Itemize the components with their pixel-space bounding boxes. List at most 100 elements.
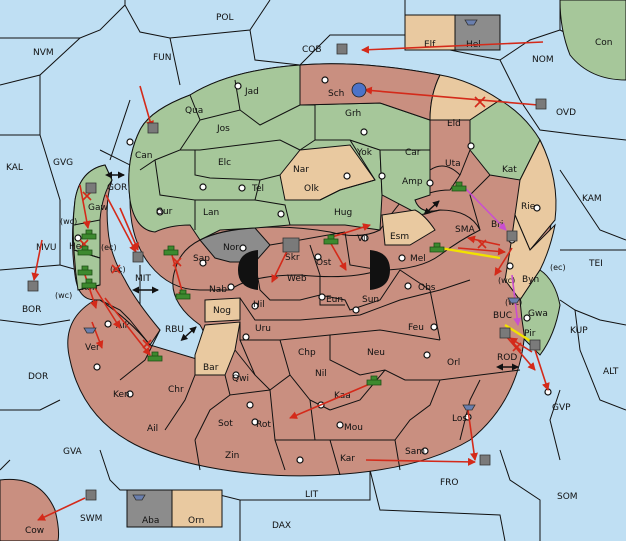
fleet-icon: [132, 494, 146, 501]
land-label-nor: Nor: [223, 243, 239, 253]
fleet-icon: [27, 280, 39, 292]
land-label-sap: Sap: [193, 254, 210, 264]
sea-label-ovd: OVD: [556, 108, 576, 118]
sea-label-nvm: NVM: [33, 48, 54, 58]
fleet-icon: [464, 19, 478, 26]
land-label-nab: Nab: [209, 285, 227, 295]
coast-label-kon-ec: (ec): [110, 265, 126, 274]
sea-label-buc: BUC: [493, 311, 512, 321]
land-label-ver: Ver: [85, 343, 100, 353]
canal-arrows: [105, 171, 519, 371]
land-labels: Jad Qua Jos Sch Grh Eld Can Elc Yok Car …: [25, 38, 613, 536]
land-label-car: Car: [405, 148, 421, 158]
fleet-icon: [85, 182, 97, 194]
land-label-ken: Ken: [113, 390, 130, 400]
land-label-mel: Mel: [410, 254, 426, 264]
land-label-neu: Neu: [367, 348, 385, 358]
sea-label-alt: ALT: [603, 367, 619, 377]
fleet-icon: [535, 98, 547, 110]
fleet-icon: [499, 327, 511, 339]
army-icon: [323, 234, 339, 245]
sea-label-som: SOM: [557, 492, 578, 502]
land-label-nar: Nar: [293, 165, 309, 175]
order-arrows: [31, 41, 550, 521]
army-icon: [81, 229, 97, 240]
sea-label-dor: DOR: [28, 372, 48, 382]
land-label-qwi: Qwi: [232, 374, 249, 384]
sea-label-tei: TEI: [588, 259, 603, 269]
land-label-ail: Ail: [147, 424, 158, 434]
land-label-orl: Orl: [447, 358, 460, 368]
army-icon: [81, 278, 97, 289]
sea-label-cob: COB: [302, 45, 322, 55]
sea-label-swm: SWM: [80, 514, 102, 524]
coast-label-gaw-wc: (wc): [60, 217, 77, 226]
land-label-byn: Byn: [522, 275, 539, 285]
land-label-obs: Obs: [418, 283, 436, 293]
land-label-chp: Chp: [298, 348, 316, 358]
land-label-gwa: Gwa: [528, 309, 548, 319]
land-label-chr: Chr: [168, 385, 184, 395]
land-label-pir: Pir: [524, 329, 536, 339]
land-borders: [73, 79, 521, 476]
fleet-icon: [336, 43, 348, 55]
army-icon: [175, 289, 191, 300]
units: [27, 19, 547, 501]
army-icon: [163, 245, 179, 256]
land-label-eld: Eld: [447, 119, 461, 129]
land-label-uru: Uru: [255, 324, 271, 334]
land-label-elf: Elf: [424, 40, 436, 50]
sea-label-nom: NOM: [532, 55, 554, 65]
land-label-bri: Bri: [491, 220, 503, 230]
land-label-aik: Aik: [116, 321, 131, 331]
land-label-hil: Hil: [253, 300, 265, 310]
land-label-skr: Skr: [285, 253, 300, 263]
sea-label-gvg: GVG: [53, 158, 73, 168]
sea-label-kup: KUP: [570, 326, 588, 336]
land-label-mou: Mou: [344, 423, 363, 433]
army-icon: [451, 181, 467, 192]
land-label-los: Los: [452, 414, 467, 424]
land-label-cow: Cow: [25, 526, 44, 536]
fleet-icon: [132, 251, 144, 263]
land-label-vil: Vil: [357, 234, 368, 244]
sea-label-kal: KAL: [6, 163, 23, 173]
land-label-kar: Kar: [340, 454, 355, 464]
fleet-icon: [506, 230, 518, 242]
land-label-eun: Eun: [326, 295, 343, 305]
sea-label-pol: POL: [216, 13, 234, 23]
fleet-icon: [147, 122, 159, 134]
fleet-icon: [507, 297, 521, 304]
land-label-sot: Sot: [218, 419, 233, 429]
fleet-icon: [85, 489, 97, 501]
land-label-gaw: Gaw: [88, 203, 108, 213]
land-label-zin: Zin: [225, 451, 239, 461]
army-icon: [77, 265, 93, 276]
sea-label-rod: ROD: [497, 353, 517, 363]
sea-label-gvp: GVP: [552, 403, 571, 413]
land-label-nog: Nog: [213, 306, 231, 316]
land-label-hel: Hel: [69, 242, 84, 252]
land-label-uta: Uta: [445, 159, 461, 169]
land-label-jos: Jos: [216, 124, 230, 134]
army-icon: [429, 242, 445, 253]
army-icon: [77, 245, 93, 256]
land-label-lan: Lan: [203, 208, 219, 218]
land-label-feu: Feu: [408, 323, 424, 333]
fleet-icon: [83, 327, 97, 334]
sea-label-gva: GVA: [63, 447, 83, 457]
globe-icon: [351, 82, 367, 98]
sea-label-fun: FUN: [153, 53, 172, 63]
land-label-orn: Orn: [188, 516, 204, 526]
land-label-con: Con: [595, 38, 613, 48]
army-icon: [147, 351, 163, 362]
land-label-web: Web: [287, 274, 307, 284]
sea-labels: POL NVM FUN COB NOM KAL GVG GOR MVU MIT …: [6, 13, 619, 531]
land-label-hug: Hug: [334, 208, 352, 218]
land-label-aba: Aba: [142, 516, 159, 526]
land-label-rie: Rie: [521, 202, 536, 212]
land-label-yok: Yok: [356, 148, 373, 158]
supply-centers: [74, 76, 552, 464]
sea-label-sma: SMA: [455, 225, 475, 235]
